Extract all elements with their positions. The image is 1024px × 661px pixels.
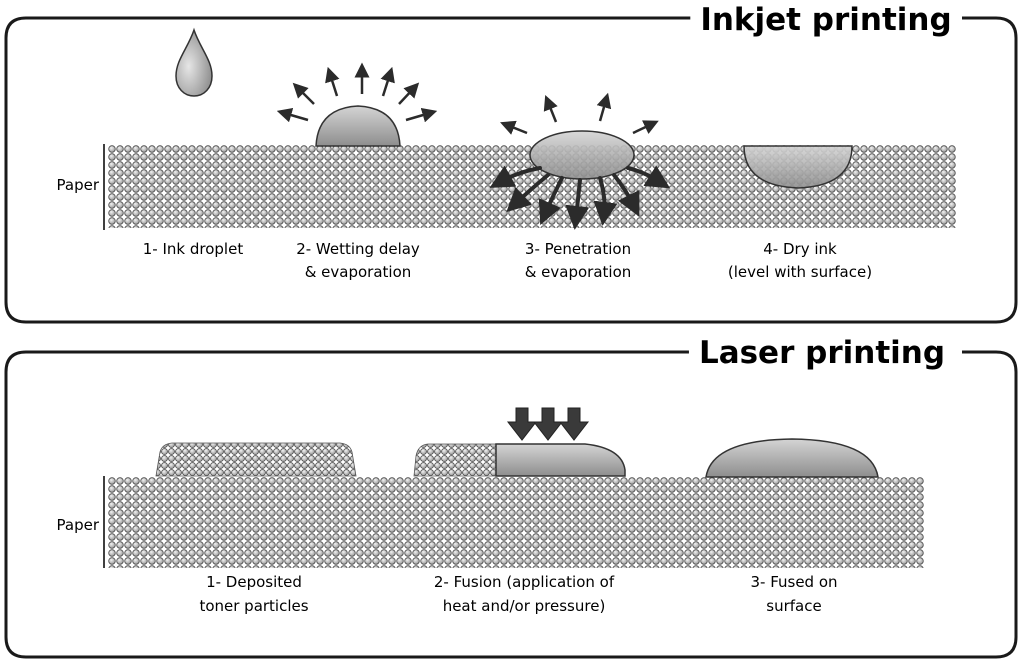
- fused-toner: [705, 438, 879, 478]
- laser-step-3-label: 3- Fused on: [750, 573, 837, 591]
- laser-frame: [4, 350, 1018, 659]
- down-arrow-icon: [558, 407, 590, 441]
- inkjet-step-3-label: 3- Penetration: [525, 240, 631, 258]
- evaporation-arrows: [276, 62, 438, 123]
- unfused-toner: [413, 443, 501, 477]
- laser-step-1-label: 1- Deposited: [206, 573, 302, 591]
- laser-step-3-sublabel: surface: [766, 597, 821, 615]
- laser-paper-label: Paper: [57, 516, 100, 534]
- down-arrow-icon: [532, 407, 564, 441]
- laser-step-2-label: 2- Fusion (application of: [434, 573, 615, 591]
- laser-paper: [108, 477, 924, 568]
- upward-evaporation-arrows: [500, 92, 659, 135]
- inkjet-paper-label: Paper: [57, 176, 100, 194]
- pressure-arrows: [506, 407, 590, 441]
- title-backing: [688, 335, 956, 371]
- laser-panel: Laser printing Paper 1- Deposited toner …: [4, 335, 1018, 659]
- laser-step-1-sublabel: toner particles: [199, 597, 308, 615]
- wetting-ink-dome: [315, 105, 401, 147]
- inkjet-step-4-sublabel: (level with surface): [728, 263, 872, 281]
- fusing-toner: [495, 443, 626, 477]
- penetration-arrows: [489, 165, 671, 230]
- inkjet-panel: Inkjet printing Paper: [4, 2, 1018, 324]
- inkjet-step-2-sublabel: & evaporation: [305, 263, 412, 281]
- title-backing: [690, 2, 962, 38]
- inkjet-step-3-sublabel: & evaporation: [525, 263, 632, 281]
- ink-droplet-icon: [175, 27, 213, 97]
- down-arrow-icon: [506, 407, 538, 441]
- penetrating-ink: [529, 130, 635, 180]
- inkjet-title: Inkjet printing: [700, 2, 951, 38]
- toner-particles: [155, 442, 357, 477]
- dry-ink: [743, 145, 853, 189]
- inkjet-step-4-label: 4- Dry ink: [763, 240, 837, 258]
- inkjet-step-1-label: 1- Ink droplet: [143, 240, 244, 258]
- inkjet-step-2-label: 2- Wetting delay: [296, 240, 420, 258]
- laser-title: Laser printing: [699, 335, 945, 371]
- laser-step-2-sublabel: heat and/or pressure): [443, 597, 606, 615]
- inkjet-frame: [4, 16, 1018, 324]
